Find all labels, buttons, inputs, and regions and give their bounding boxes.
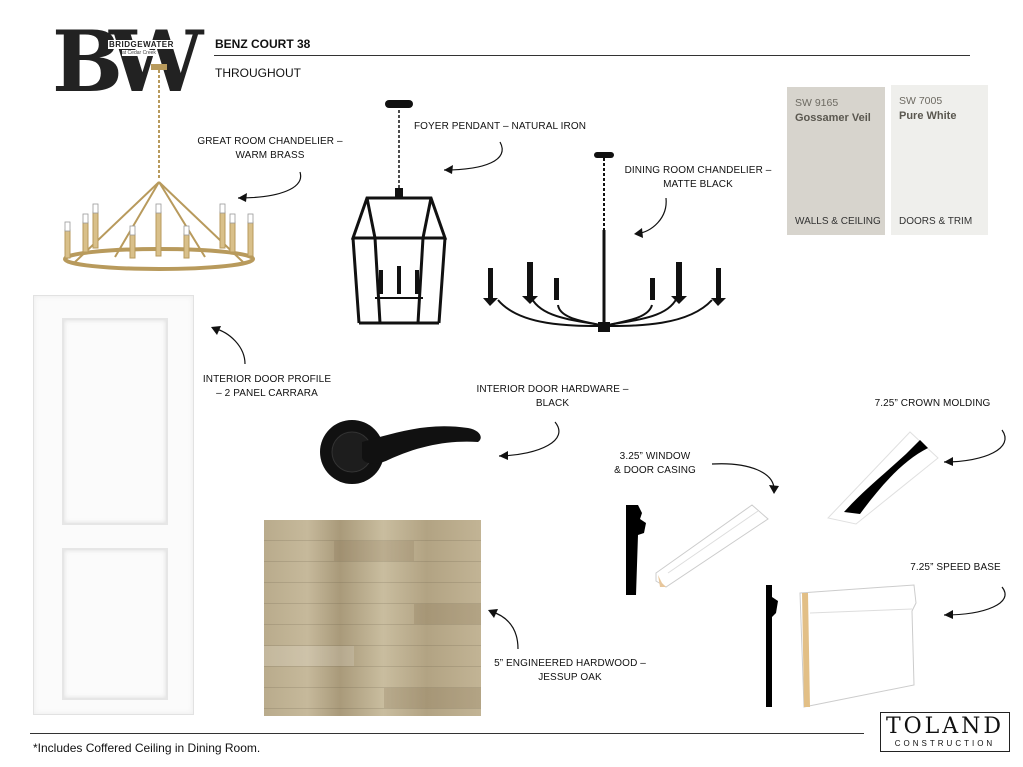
toland-logo: TOLAND CONSTRUCTION — [880, 712, 1010, 752]
arrow-icon — [443, 141, 503, 174]
plank-shade — [414, 604, 481, 624]
swatch-code: SW 9165 — [795, 97, 839, 109]
brand-name: TOLAND — [885, 714, 1005, 739]
label-line: FOYER PENDANT – NATURAL IRON — [413, 121, 587, 132]
footnote: *Includes Coffered Ceiling in Dining Roo… — [33, 741, 261, 755]
brass-chandelier-image — [63, 64, 255, 271]
interior-door-image — [33, 295, 194, 715]
door-profile-label: INTERIOR DOOR PROFILE – 2 PANEL CARRARA — [197, 373, 337, 401]
foyer-label: FOYER PENDANT – NATURAL IRON — [410, 120, 590, 134]
label-line: & DOOR CASING — [614, 465, 696, 476]
arrow-icon — [498, 421, 560, 460]
dining-chandelier-image — [483, 152, 726, 332]
door-panel-bottom — [62, 548, 168, 700]
dining-label: DINING ROOM CHANDELIER – MATTE BLACK — [618, 164, 778, 192]
casing-label: 3.25” WINDOW & DOOR CASING — [600, 450, 710, 478]
speed-base-image — [766, 584, 917, 708]
arrow-icon — [634, 197, 667, 238]
swatch-use: WALLS & CEILING — [795, 216, 881, 227]
door-panel-top — [62, 318, 168, 525]
label-line: BLACK — [535, 398, 570, 409]
hardware-label: INTERIOR DOOR HARDWARE – BLACK — [470, 383, 635, 411]
swatch-name: Pure White — [899, 110, 957, 122]
footer-rule — [30, 733, 864, 734]
label-line: DINING ROOM CHANDELIER – — [624, 165, 772, 176]
plank-shade — [264, 646, 354, 666]
casing-image — [626, 504, 769, 595]
door-lever-image — [320, 420, 481, 484]
hardwood-floor-image — [264, 520, 481, 716]
foyer-pendant-image — [350, 100, 448, 325]
label-line: GREAT ROOM CHANDELIER – — [197, 136, 343, 147]
label-line: 3.25” WINDOW — [619, 451, 691, 462]
crown-label: 7.25” CROWN MOLDING — [870, 397, 995, 411]
swatch-use: DOORS & TRIM — [899, 216, 973, 227]
arrow-icon — [488, 609, 519, 650]
speed-base-label: 7.25” SPEED BASE — [898, 561, 1013, 575]
arrow-icon — [943, 586, 1006, 619]
arrow-icon — [943, 429, 1006, 466]
header-rule — [214, 55, 970, 56]
swatch-name: Gossamer Veil — [795, 112, 871, 124]
project-title: BENZ COURT 38 — [215, 37, 311, 51]
logo-wordmark: BRIDGEWATER — [108, 40, 175, 49]
swatch-code: SW 7005 — [899, 95, 943, 107]
plank-shade — [384, 688, 481, 708]
logo-initials: BW — [52, 12, 203, 111]
paint-swatch-walls: SW 9165 Gossamer Veil WALLS & CEILING — [787, 87, 885, 235]
arrow-icon — [211, 326, 246, 365]
brand-sub: CONSTRUCTION — [894, 739, 996, 748]
crown-molding-image — [827, 431, 939, 525]
label-line: 5” ENGINEERED HARDWOOD – — [494, 658, 646, 669]
label-line: 7.25” SPEED BASE — [910, 562, 1001, 573]
label-line: INTERIOR DOOR HARDWARE – — [476, 384, 629, 395]
paint-swatch-trim: SW 7005 Pure White DOORS & TRIM — [891, 85, 988, 235]
label-line: – 2 PANEL CARRARA — [216, 388, 318, 399]
great-room-label: GREAT ROOM CHANDELIER – WARM BRASS — [190, 135, 350, 163]
label-line: JESSUP OAK — [538, 672, 602, 683]
arrow-icon — [711, 463, 779, 494]
plank-shade — [334, 541, 414, 561]
label-line: 7.25” CROWN MOLDING — [874, 398, 991, 409]
label-line: INTERIOR DOOR PROFILE — [202, 374, 332, 385]
logo-subtext: at Cedar Creek — [122, 50, 156, 56]
bridgewater-logo: BW BRIDGEWATER at Cedar Creek — [52, 12, 203, 113]
label-line: WARM BRASS — [235, 150, 305, 161]
label-line: MATTE BLACK — [663, 179, 733, 190]
arrow-icon — [237, 171, 302, 202]
hardwood-label: 5” ENGINEERED HARDWOOD – JESSUP OAK — [485, 657, 655, 685]
project-subtitle: THROUGHOUT — [215, 66, 301, 80]
